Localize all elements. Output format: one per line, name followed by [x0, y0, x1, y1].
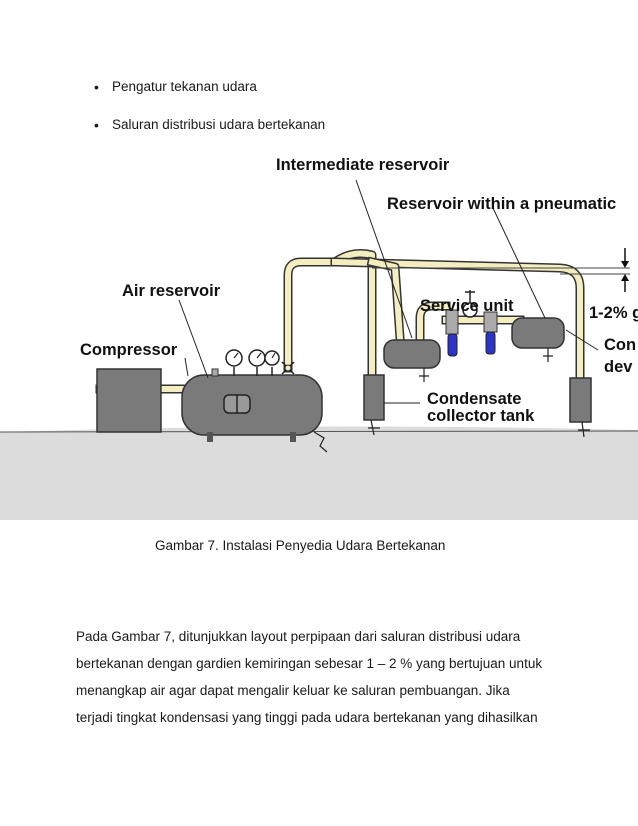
bullet-list: Pengatur tekanan udara Saluran distribus… — [78, 78, 598, 154]
compressor — [96, 368, 162, 433]
drain-valve-icon — [578, 421, 590, 438]
label-dev: dev — [604, 358, 633, 376]
bullet-item: Saluran distribusi udara bertekanan — [78, 116, 598, 134]
label-intermediate-reservoir: Intermediate reservoir — [276, 156, 450, 174]
paragraph-line: terjadi tingkat kondensasi yang tinggi p… — [76, 710, 538, 725]
pipe-network — [95, 249, 585, 413]
paragraph-line: menangkap air agar dapat mengalir keluar… — [76, 683, 510, 698]
condensate-collector-tank — [383, 339, 441, 369]
figure-pneumatic-installation: Intermediate reservoir Reservoir within … — [0, 150, 638, 520]
label-air-reservoir: Air reservoir — [122, 282, 221, 300]
body-paragraph: Pada Gambar 7, ditunjukkan layout perpip… — [76, 623, 576, 731]
floor — [0, 426, 638, 520]
right-collector-tank — [569, 377, 592, 423]
leader-lines — [178, 179, 599, 404]
label-compressor: Compressor — [80, 341, 178, 359]
device-reservoir-tank — [511, 317, 565, 349]
intermediate-reservoir-tank — [363, 374, 385, 421]
figure-caption: Gambar 7. Instalasi Penyedia Udara Berte… — [155, 538, 446, 553]
pressure-gauge-icon — [225, 349, 280, 376]
drain-valve-icon — [313, 431, 328, 453]
filter-bowl-icon — [447, 333, 458, 357]
paragraph-line: Pada Gambar 7, ditunjukkan layout perpip… — [76, 629, 521, 644]
label-gradient: 1-2% g — [589, 304, 638, 322]
installation-diagram: Intermediate reservoir Reservoir within … — [0, 156, 638, 520]
lubricator-bowl-icon — [485, 331, 496, 355]
label-reservoir-within: Reservoir within a pneumatic — [387, 195, 616, 213]
air-reservoir-tank — [181, 374, 323, 436]
paragraph-line: bertekanan dengan gardien kemiringan seb… — [76, 656, 543, 671]
label-service-unit: Service unit — [420, 297, 514, 315]
label-condensate: Condensate — [427, 390, 521, 408]
drain-valve-icon — [368, 419, 380, 436]
label-con: Con — [604, 336, 636, 354]
bullet-item: Pengatur tekanan udara — [78, 78, 598, 96]
label-collector-tank: collector tank — [427, 407, 535, 425]
service-unit-lubricator — [483, 311, 498, 333]
